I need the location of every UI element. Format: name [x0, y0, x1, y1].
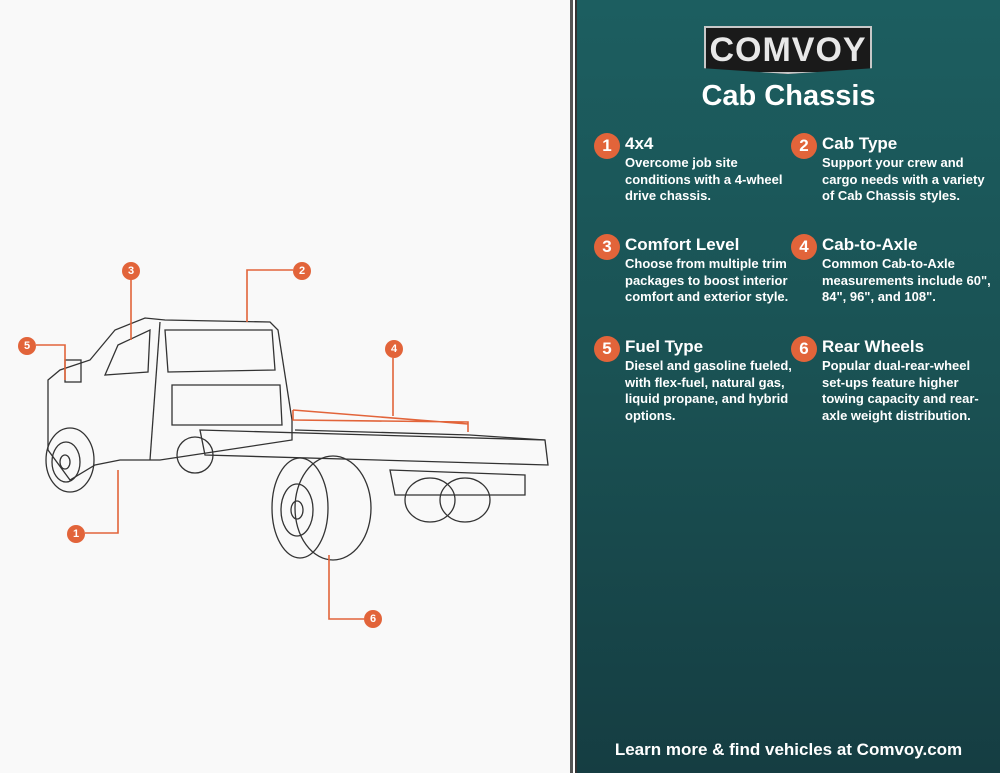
comvoy-logo: COMVOY — [704, 26, 872, 74]
footer-link[interactable]: Learn more & find vehicles at Comvoy.com — [614, 740, 963, 759]
callout-4[interactable]: 4 — [385, 340, 403, 358]
feature-title: Comfort Level — [625, 235, 740, 254]
feature-title: Fuel Type — [625, 337, 704, 356]
callout-1[interactable]: 1 — [67, 525, 85, 543]
callout-3[interactable]: 3 — [122, 262, 140, 280]
divider-gap — [573, 0, 575, 773]
feature-title: Cab-to-Axle — [822, 235, 918, 254]
feature-title: Rear Wheels — [822, 337, 925, 356]
feature-description: Diesel and gasoline fueled, with flex-fu… — [625, 358, 792, 423]
page-title: Cab Chassis — [701, 80, 876, 112]
feature-title: Cab Type — [822, 134, 898, 153]
callout-5[interactable]: 5 — [18, 337, 36, 355]
divider-inner — [575, 0, 577, 773]
feature-number: 2 — [791, 133, 817, 159]
callout-2[interactable]: 2 — [293, 262, 311, 280]
feature-description: Common Cab-to-Axle measurements include … — [822, 256, 991, 305]
feature-description: Popular dual-rear-wheel set-ups feature … — [822, 358, 979, 423]
feature-title: 4x4 — [625, 134, 654, 153]
feature-number: 6 — [791, 336, 817, 362]
feature-description: Overcome job site conditions with a 4-wh… — [625, 155, 783, 204]
feature-number: 5 — [594, 336, 620, 362]
info-panel: COMVOY Cab Chassis 1 4x4 Overcome job si… — [577, 0, 1000, 773]
feature-description: Support your crew and cargo needs with a… — [822, 155, 985, 204]
truck-diagram: 3 2 5 4 1 6 — [18, 262, 549, 628]
callout-6[interactable]: 6 — [364, 610, 382, 628]
cab-chassis-truck-illustration — [36, 269, 549, 620]
divider — [570, 0, 573, 773]
feature-number: 1 — [594, 133, 620, 159]
feature-number: 3 — [594, 234, 620, 260]
feature-description: Choose from multiple trim packages to bo… — [625, 256, 789, 305]
feature-number: 4 — [791, 234, 817, 260]
